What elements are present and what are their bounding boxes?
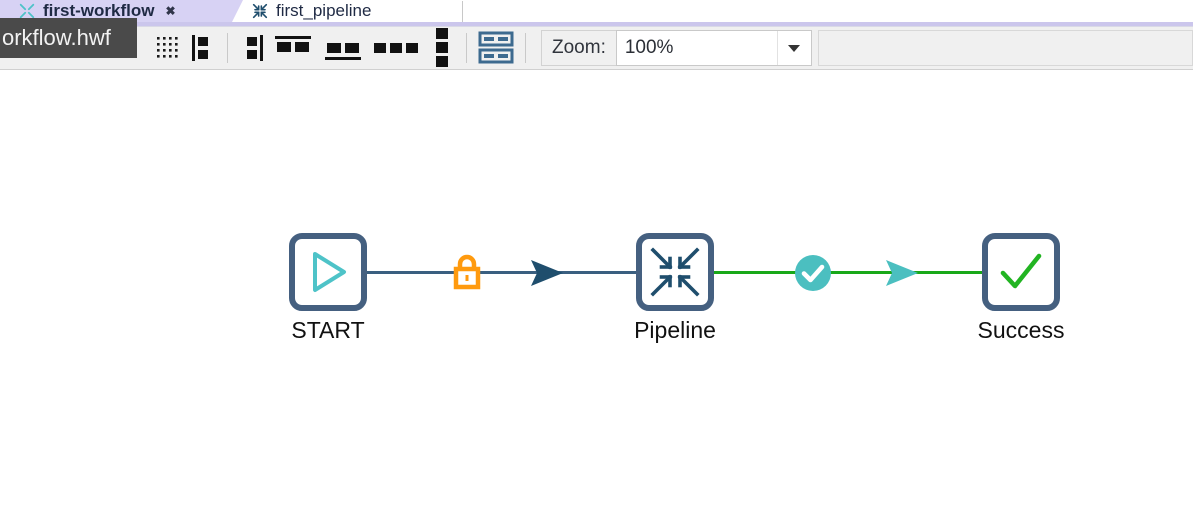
align-top-icon	[275, 36, 311, 52]
toolbar-divider	[525, 33, 526, 63]
hop-pipeline-to-success[interactable]	[714, 271, 982, 274]
arrowhead-dark-icon	[531, 260, 563, 286]
tab-first-workflow[interactable]: first-workflow ✖	[0, 0, 243, 22]
file-path-tooltip: orkflow.hwf	[0, 18, 137, 58]
check-circle-icon[interactable]	[794, 254, 832, 292]
node-pipeline-box[interactable]	[636, 233, 714, 311]
toolbar-overflow-area	[817, 30, 1193, 66]
node-success-label: Success	[977, 317, 1065, 343]
play-triangle-icon	[313, 252, 346, 292]
tab-label: first_pipeline	[276, 1, 372, 20]
align-left-icon	[192, 35, 208, 61]
zoom-control-group: Zoom: 100%	[541, 30, 812, 66]
close-icon[interactable]: ✖	[165, 4, 176, 18]
toolbar-divider	[227, 33, 228, 63]
node-pipeline-label: Pipeline	[634, 317, 716, 343]
check-mark-icon	[1000, 253, 1042, 289]
node-success[interactable]: Success	[978, 233, 1064, 343]
arrange-button[interactable]	[474, 28, 518, 68]
tab-first-pipeline[interactable]: first_pipeline	[243, 0, 380, 22]
lock-icon[interactable]	[450, 252, 484, 292]
node-success-box[interactable]	[982, 233, 1060, 311]
tab-label: first-workflow	[43, 1, 155, 20]
align-right-button[interactable]	[235, 28, 269, 68]
zoom-label: Zoom:	[541, 30, 616, 66]
toolbar-divider	[466, 33, 467, 63]
chevron-down-icon	[788, 44, 801, 52]
align-bottom-icon	[325, 43, 361, 60]
distribute-vertical-icon	[436, 28, 448, 67]
align-left-button[interactable]	[186, 28, 220, 68]
arrange-rows-icon	[478, 31, 514, 64]
align-top-button[interactable]	[269, 28, 317, 68]
workflow-icon	[19, 3, 35, 19]
zoom-combobox[interactable]: 100%	[615, 30, 812, 66]
zoom-dropdown-button[interactable]	[776, 31, 811, 65]
distribute-vertically-button[interactable]	[425, 28, 459, 68]
align-bottom-button[interactable]	[317, 28, 369, 68]
distribute-horizontally-button[interactable]	[369, 28, 425, 68]
editor-tab-bar: first-workflow ✖ first_pipeline	[0, 0, 1193, 22]
pipeline-collapse-icon	[650, 247, 700, 297]
hop-start-to-pipeline[interactable]	[367, 271, 636, 274]
pipeline-icon	[252, 3, 268, 19]
tab-bar-underline	[0, 22, 1193, 26]
distribute-horizontal-icon	[374, 43, 418, 53]
tab-divider	[462, 1, 463, 22]
zoom-value[interactable]: 100%	[616, 31, 777, 65]
align-right-icon	[247, 35, 263, 61]
snap-to-grid-button[interactable]	[150, 28, 186, 68]
node-pipeline[interactable]: Pipeline	[634, 233, 716, 343]
node-start-box[interactable]	[289, 233, 367, 311]
workflow-canvas[interactable]: START Pipeline	[0, 71, 1193, 513]
arrowhead-teal-icon	[886, 260, 918, 286]
node-start-label: START	[291, 317, 365, 343]
canvas-toolbar: Zoom: 100%	[0, 26, 1193, 70]
node-start[interactable]: START	[289, 233, 367, 343]
grid-dots-icon	[157, 37, 178, 58]
